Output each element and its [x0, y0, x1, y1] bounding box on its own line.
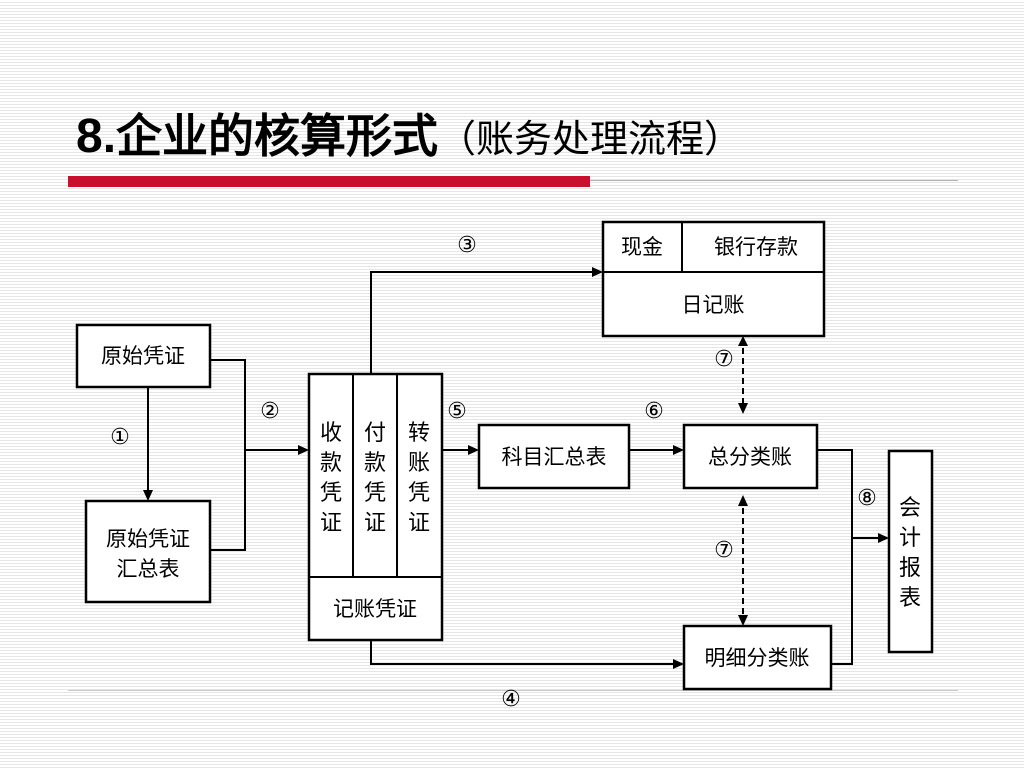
label-payment-voucher-2: 款 [364, 451, 386, 476]
slide-title: 8.企业的核算形式（账务处理流程） [76, 100, 742, 170]
step-label-2: ② [260, 399, 280, 424]
step-label-8: ⑧ [857, 486, 877, 511]
label-bank-deposit: 银行存款 [714, 235, 798, 259]
label-financial-report-1: 会 [899, 496, 921, 521]
label-journal: 日记账 [682, 293, 745, 317]
step-label-3: ③ [457, 233, 477, 258]
label-subject-summary: 科目汇总表 [502, 445, 607, 469]
label-payment-voucher-3: 凭 [364, 481, 386, 506]
bracket-step8 [817, 449, 853, 665]
label-accounting-voucher: 记账凭证 [333, 597, 417, 621]
box-financial-report [887, 449, 934, 654]
label-original-voucher: 原始凭证 [101, 344, 185, 368]
box-journal-group [601, 220, 826, 338]
label-receipt-voucher-2: 款 [320, 451, 342, 476]
arrowhead-step2 [298, 445, 309, 455]
label-voucher-summary-line1: 原始凭证 [106, 527, 190, 551]
arrowhead-step8 [878, 533, 889, 543]
step-label-7-top: ⑦ [714, 347, 734, 372]
title-subtitle: （账务处理流程） [438, 117, 743, 161]
arrowhead-step4 [673, 659, 684, 669]
label-subsidiary-ledger: 明细分类账 [705, 646, 810, 670]
arrowhead-down-subsidiary [738, 615, 748, 626]
label-receipt-voucher-4: 证 [320, 511, 342, 536]
label-payment-voucher-1: 付 [364, 421, 386, 446]
label-cash: 现金 [621, 235, 663, 259]
footer-rule [68, 690, 958, 691]
arrowhead-down-ledger [738, 403, 748, 414]
arrowheads [143, 267, 889, 669]
label-financial-report-4: 表 [899, 586, 921, 611]
label-financial-report-3: 报 [899, 556, 921, 581]
box-voucher-group [307, 372, 444, 642]
label-general-ledger: 总分类账 [708, 445, 792, 469]
title-number: 8. [76, 110, 117, 163]
arrowhead-step1 [143, 490, 153, 501]
box-subsidiary-ledger [682, 624, 833, 691]
step-label-4: ④ [501, 687, 521, 712]
label-transfer-voucher-3: 凭 [408, 481, 430, 506]
arrowhead-step6 [673, 445, 684, 455]
arrowhead-up-ledger [738, 495, 748, 506]
connector-lines [147, 271, 882, 665]
box-original-voucher [75, 323, 212, 389]
step-label-6: ⑥ [644, 399, 664, 424]
arrowhead-step3 [592, 267, 603, 277]
title-rule [590, 180, 958, 181]
label-receipt-voucher-3: 凭 [320, 481, 342, 506]
label-voucher-summary-line2: 汇总表 [117, 557, 180, 581]
bracket-step2 [210, 359, 246, 551]
label-transfer-voucher-2: 账 [408, 451, 430, 476]
arrowhead-up-journal [738, 336, 748, 346]
label-receipt-voucher-1: 收 [320, 421, 342, 446]
box-general-ledger [682, 423, 819, 490]
label-financial-report-2: 计 [899, 526, 921, 551]
title-main: 企业的核算形式 [116, 109, 439, 163]
arrow-step4 [370, 640, 677, 665]
step-label-7-bottom: ⑦ [714, 538, 734, 563]
label-payment-voucher-4: 证 [364, 511, 386, 536]
label-transfer-voucher-1: 转 [408, 421, 430, 446]
arrow-step3 [370, 271, 596, 374]
step-label-1: ① [110, 425, 130, 450]
step-label-5: ⑤ [447, 399, 467, 424]
arrowhead-step5 [468, 445, 479, 455]
label-transfer-voucher-4: 证 [408, 511, 430, 536]
title-accent-bar [68, 176, 590, 187]
box-subject-summary [477, 423, 631, 490]
box-voucher-summary [84, 499, 212, 604]
